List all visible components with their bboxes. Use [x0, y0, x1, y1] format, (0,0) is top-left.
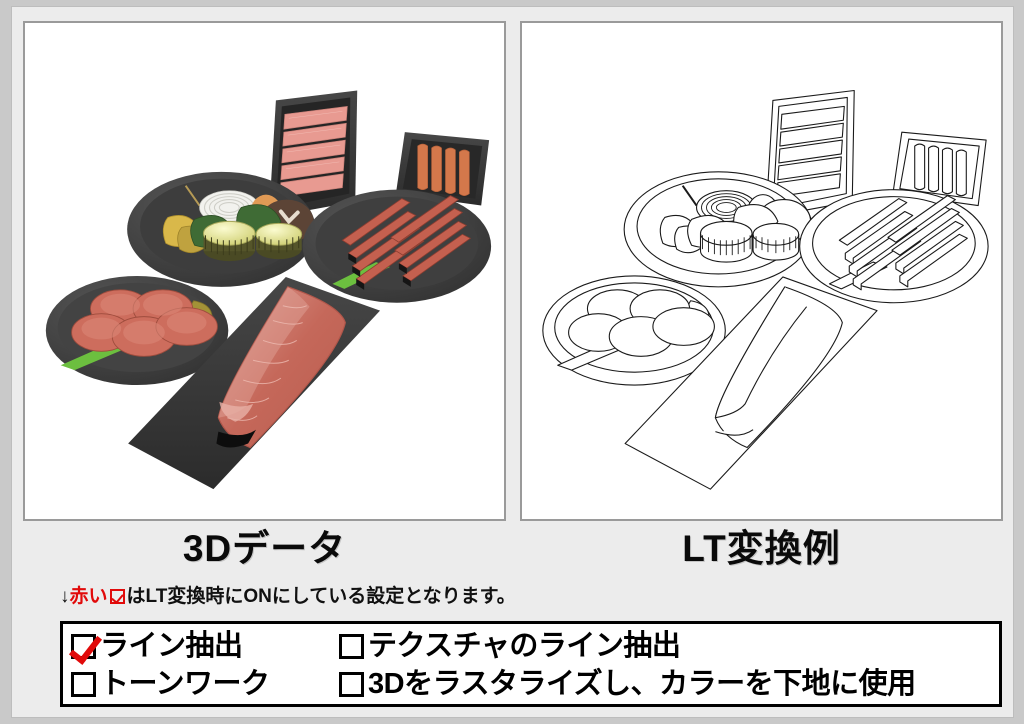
legend-note: ↓赤いはLT変換時にONにしている設定となります。	[60, 584, 516, 610]
salami-slices-plate-lineart	[542, 275, 726, 386]
beef-slices-plate	[302, 189, 492, 303]
lt-settings-grid: ライン抽出 テクスチャのライン抽出 トーンワーク 3Dをラスタライズし、カラーを…	[71, 627, 997, 703]
option-rasterize-3d-color-base[interactable]: 3Dをラスタライズし、カラーを下地に使用	[339, 665, 916, 703]
legend-note-red-text: 赤い	[69, 586, 108, 607]
vegetable-plate	[127, 171, 316, 287]
option-texture-line-extraction[interactable]: テクスチャのライン抽出	[339, 627, 681, 665]
sausages-tray-lineart	[892, 131, 987, 207]
option-tone-work[interactable]: トーンワーク	[71, 665, 339, 703]
lt-settings-row-1: ライン抽出 テクスチャのライン抽出	[71, 627, 997, 665]
checkbox-icon-rasterize-3d-color-base[interactable]	[339, 671, 364, 697]
marbled-steak-tray	[128, 276, 381, 490]
legend-note-rest-text: はLT変換時にONにしている設定となります。	[126, 586, 516, 607]
caption-3d-data: 3Dデータ	[182, 528, 347, 569]
captions-row: 3Dデータ LT変換例	[12, 525, 1015, 581]
checkbox-icon-line-extraction[interactable]	[71, 633, 96, 659]
panel-3d-data	[23, 21, 506, 521]
bacon-slices-tray	[268, 90, 358, 218]
option-label: トーンワーク	[100, 668, 270, 700]
beef-slices-plate-lineart	[799, 189, 989, 304]
vegetable-plate-lineart	[623, 171, 814, 288]
checkbox-icon-texture-line-extraction[interactable]	[339, 633, 364, 659]
lt-settings-box: ライン抽出 テクスチャのライン抽出 トーンワーク 3Dをラスタライズし、カラーを…	[60, 621, 1002, 707]
caption-lt-example: LT変換例	[682, 528, 841, 569]
option-line-extraction[interactable]: ライン抽出	[71, 627, 339, 665]
option-label: ライン抽出	[100, 630, 243, 662]
slide-page: 3Dデータ LT変換例 ↓赤いはLT変換時にONにしている設定となります。 ライ…	[11, 6, 1014, 718]
option-label: テクスチャのライン抽出	[368, 630, 681, 662]
panel-lt-example	[520, 21, 1003, 521]
bacon-slices-tray-lineart	[765, 89, 855, 218]
down-arrow-icon: ↓	[60, 586, 70, 607]
lt-settings-row-2: トーンワーク 3Dをラスタライズし、カラーを下地に使用	[71, 665, 997, 703]
marbled-steak-tray-lineart	[624, 276, 878, 490]
sausages-tray	[395, 132, 490, 206]
panels-row	[12, 7, 1015, 523]
salami-slices-plate	[45, 275, 229, 386]
option-label: 3Dをラスタライズし、カラーを下地に使用	[368, 668, 916, 700]
checkbox-icon-tone-work[interactable]	[71, 671, 96, 697]
red-checked-checkbox-icon	[109, 589, 125, 604]
